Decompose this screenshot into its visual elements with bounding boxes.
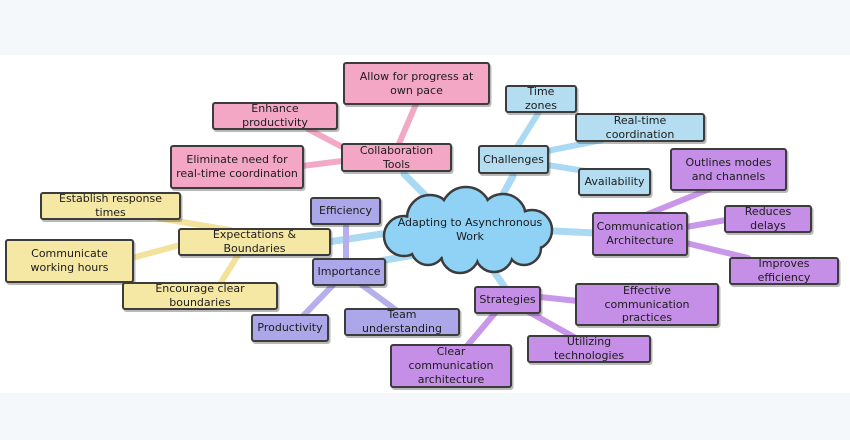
node-challenges[interactable]: Challenges <box>478 145 549 174</box>
node-utilizing-technologies[interactable]: Utilizing technologies <box>527 335 651 363</box>
edge-collaboration-allow-progress <box>395 101 419 149</box>
root-cloud-fill <box>385 188 551 272</box>
node-team-understanding[interactable]: Team understanding <box>344 308 460 336</box>
edge-commarch-outlines-modes <box>645 185 715 217</box>
root-node-label[interactable]: Adapting to Asynchronous Work <box>397 215 543 243</box>
node-effective-communication-practices[interactable]: Effective communication practices <box>575 283 719 326</box>
edge-strategies-effective-practices <box>537 294 581 304</box>
node-allow-for-progress-at-own-pace[interactable]: Allow for progress at own pace <box>343 62 490 105</box>
edge-commarch-reduces-delays <box>683 217 729 230</box>
edge-collaboration-eliminate-need <box>299 158 345 169</box>
edge-strategies-utilizing-technologies <box>526 309 577 340</box>
node-productivity[interactable]: Productivity <box>251 314 329 342</box>
edge-commarch-improves-efficiency <box>683 240 751 261</box>
edge-importance-productivity <box>300 282 336 319</box>
top-background-band <box>0 0 850 55</box>
node-importance[interactable]: Importance <box>312 258 386 286</box>
node-outlines-modes-and-channels[interactable]: Outlines modes and channels <box>670 148 787 191</box>
node-collaboration-tools[interactable]: Collaboration Tools <box>341 143 452 172</box>
node-enhance-productivity[interactable]: Enhance productivity <box>212 102 338 130</box>
node-expectations-and-boundaries[interactable]: Expectations & Boundaries <box>178 228 331 256</box>
node-establish-response-times[interactable]: Establish response times <box>40 192 181 220</box>
node-eliminate-need-for-realtime-coordination[interactable]: Eliminate need for real-time coordinatio… <box>170 145 304 189</box>
edge-collaboration-enhance-productivity <box>305 126 349 152</box>
node-clear-communication-architecture[interactable]: Clear communication architecture <box>390 344 512 388</box>
node-improves-efficiency[interactable]: Improves efficiency <box>729 257 839 285</box>
node-communication-architecture[interactable]: Communication Architecture <box>592 212 688 256</box>
edge-expectations-encourage-boundaries <box>217 252 241 287</box>
node-strategies[interactable]: Strategies <box>474 286 541 314</box>
node-availability[interactable]: Availability <box>578 168 651 196</box>
edge-importance-team-understanding <box>359 282 399 313</box>
node-communicate-working-hours[interactable]: Communicate working hours <box>5 239 134 283</box>
node-reduces-delays[interactable]: Reduces delays <box>724 205 812 233</box>
node-efficiency[interactable]: Efficiency <box>310 197 381 225</box>
node-time-zones[interactable]: Time zones <box>505 85 577 113</box>
edge-root-communication-architecture <box>550 227 600 237</box>
edge-expectations-communicate-hours <box>129 242 183 261</box>
edge-root-expectations-boundaries <box>324 230 386 246</box>
edge-strategies-clear-architecture <box>464 310 498 349</box>
edge-challenges-time-zones <box>514 109 542 150</box>
node-encourage-clear-boundaries[interactable]: Encourage clear boundaries <box>122 282 278 310</box>
node-real-time-coordination[interactable]: Real-time coordination <box>575 113 705 142</box>
bottom-background-band <box>0 393 850 440</box>
